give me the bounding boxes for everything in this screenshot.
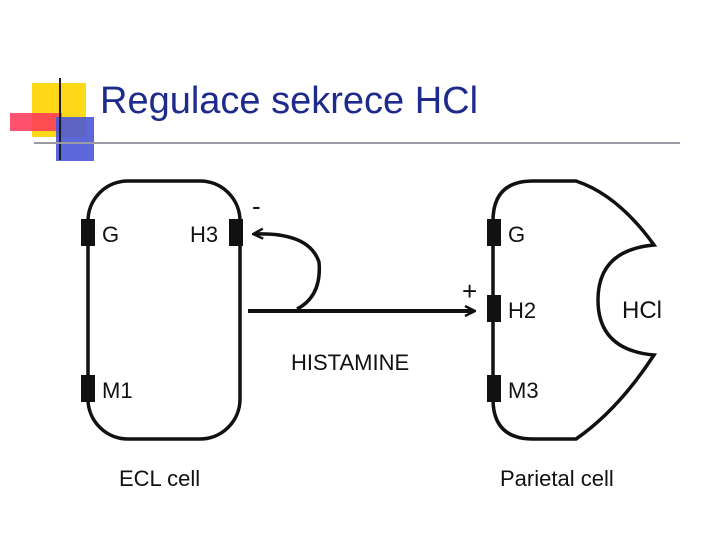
- parietal-receptor-h2-label: H2: [508, 298, 536, 323]
- slide-title: Regulace sekrece HCl: [100, 80, 479, 122]
- parietal-receptor-m3: [487, 375, 501, 402]
- parietal-cell-caption: Parietal cell: [500, 466, 614, 491]
- title-underline: [34, 142, 680, 144]
- stimulation-sign: +: [462, 276, 477, 306]
- parietal-receptor-m3-label: M3: [508, 378, 539, 403]
- decor-vertical-line: [59, 78, 61, 160]
- ecl-cell-outline: [86, 179, 242, 441]
- ecl-receptor-g: [81, 219, 95, 246]
- parietal-receptor-g: [487, 219, 501, 246]
- ecl-receptor-h3: [229, 219, 243, 246]
- parietal-receptor-h2: [487, 295, 501, 322]
- ecl-receptor-g-label: G: [102, 222, 119, 247]
- decor-blue-square: [56, 117, 94, 161]
- decor-red-bar: [10, 113, 62, 131]
- histamine-feedback-arrow: [254, 234, 322, 311]
- ecl-cell-caption: ECL cell: [119, 466, 200, 491]
- ecl-receptor-m1: [81, 375, 95, 402]
- ecl-receptor-h3-label: H3: [190, 222, 218, 247]
- feedback-sign: -: [252, 191, 261, 221]
- ecl-receptor-m1-label: M1: [102, 378, 133, 403]
- histamine-label: HISTAMINE: [291, 350, 409, 375]
- hcl-secretion-label: HCl: [622, 297, 662, 324]
- parietal-receptor-g-label: G: [508, 222, 525, 247]
